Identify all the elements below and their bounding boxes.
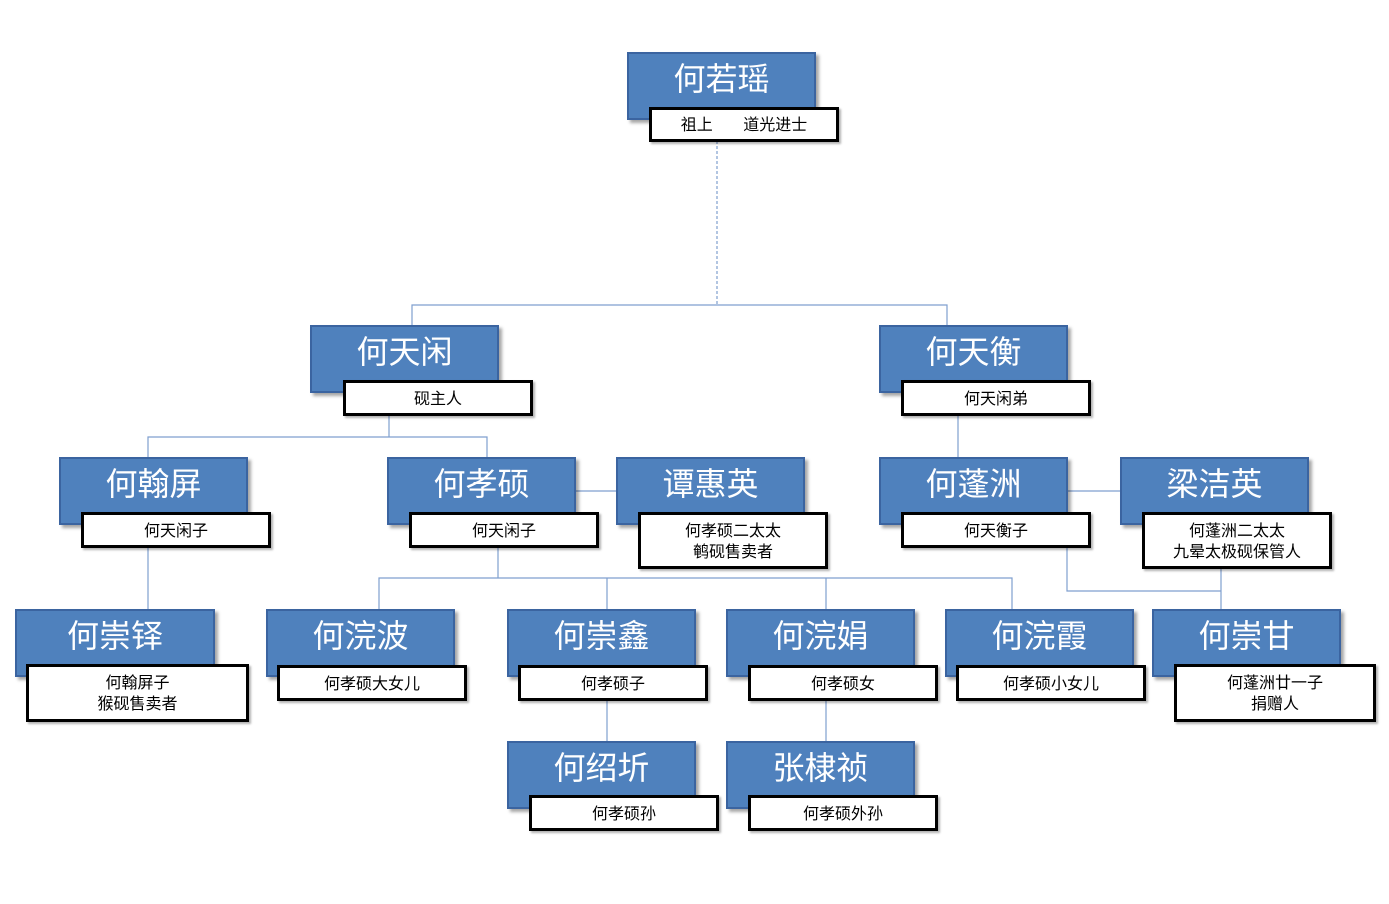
connector-tianxian-children [147,436,488,457]
role-box: 何天闲弟 [901,380,1091,416]
role-line: 何天衡子 [963,520,1028,540]
role-box: 何天闲子 [409,512,599,548]
role-box: 何孝硕子 [518,665,708,701]
role-box: 何蓬洲二太太 九晕太极砚保管人 [1142,512,1332,569]
role-box: 何天衡子 [901,512,1091,548]
role-line: 何孝硕外孙 [802,803,883,823]
role-line-2: 鹌砚售卖者 [692,541,773,561]
person-name: 何天闲 [356,333,453,371]
role-box: 何孝硕孙 [529,795,719,831]
role-line: 何蓬洲廿一子 [1226,673,1323,692]
person-name: 梁洁英 [1166,465,1263,503]
role-line: 何孝硕女 [810,673,875,693]
role-box: 何孝硕大女儿 [277,665,467,701]
role-line: 砚主人 [413,388,462,408]
role-line: 何孝硕二太太 [684,520,781,540]
connector-pengzhou-child [1066,546,1221,592]
role-line: 何孝硕子 [580,673,645,693]
role-line: 何天闲子 [143,520,208,540]
person-name: 何若瑶 [673,60,770,98]
role-line: 何孝硕小女儿 [1002,673,1099,693]
role-box: 祖上 道光进士 [649,107,839,142]
role-line-2: 捐赠人 [1250,694,1299,713]
person-name: 何浣霞 [991,617,1088,655]
person-name: 何绍圻 [553,749,650,787]
role-box: 何翰屏子 猴砚售卖者 [26,664,249,722]
role-box: 何孝硕小女儿 [956,665,1146,701]
connector-gen2 [411,304,948,326]
role-line: 何天闲弟 [963,388,1028,408]
role-line: 何天闲子 [471,520,536,540]
role-line-2: 猴砚售卖者 [97,694,178,713]
role-box: 何孝硕外孙 [748,795,938,831]
person-name: 何孝硕 [433,465,530,503]
person-name: 何崇鑫 [553,617,650,655]
role-line: 祖上 道光进士 [680,115,808,134]
person-name: 何翰屏 [105,465,202,503]
role-box: 何孝硕女 [748,665,938,701]
role-line: 何蓬洲二太太 [1188,520,1285,540]
person-name: 何崇甘 [1198,617,1295,655]
role-box: 何天闲子 [81,512,271,548]
person-name: 何崇铎 [66,617,163,655]
connector-xiaoshuo-children [378,577,1013,610]
person-name: 张棣祯 [772,749,869,787]
role-line-2: 九晕太极砚保管人 [1172,541,1301,561]
person-name: 何蓬洲 [925,465,1022,503]
role-line: 何孝硕孙 [591,803,656,823]
role-box: 砚主人 [343,380,533,416]
person-name: 谭惠英 [662,465,759,503]
role-line: 何翰屏子 [105,673,170,692]
person-name: 何天衡 [925,333,1022,371]
role-line: 何孝硕大女儿 [323,673,420,693]
person-name: 何浣娟 [772,617,869,655]
role-box: 何蓬洲廿一子 捐赠人 [1174,664,1376,722]
person-name: 何浣波 [312,617,409,655]
role-box: 何孝硕二太太 鹌砚售卖者 [638,512,828,569]
